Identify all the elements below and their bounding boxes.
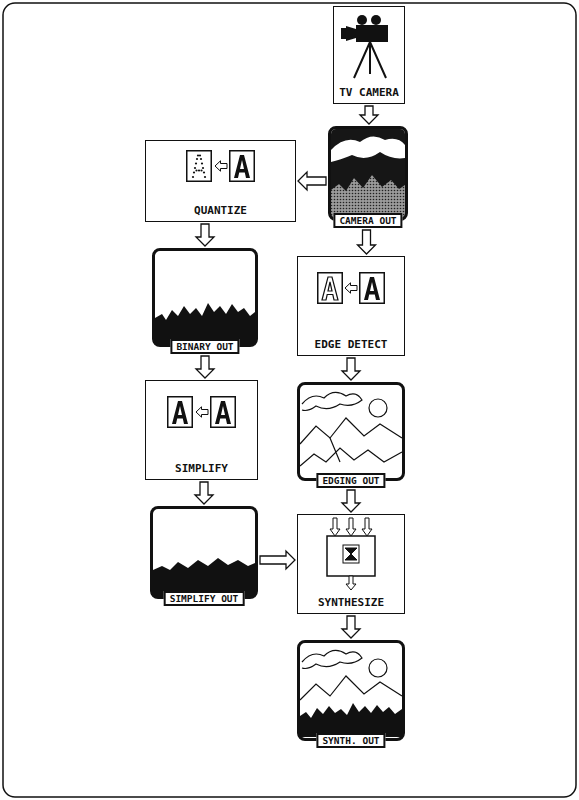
process-box: SYNTHESIZE [297, 514, 405, 614]
tripod [354, 42, 386, 78]
simplify-icon [168, 397, 236, 428]
camera-body [356, 25, 388, 42]
box-label: EDGE DETECT [315, 338, 388, 351]
mountain-outline [300, 438, 402, 466]
bold-letter [172, 401, 188, 424]
mountain-outline [300, 676, 402, 700]
process-box: SIMPLIFY [145, 380, 258, 480]
flow-arrow [196, 356, 214, 378]
flow-arrow [360, 106, 378, 124]
flow-arrow [196, 224, 214, 246]
monitor-display: CAMERA OUT [328, 126, 408, 228]
sun-outline [369, 399, 387, 417]
box-label: QUANTIZE [194, 204, 247, 217]
process-box: EDGE DETECT [297, 256, 405, 356]
film-reel [371, 15, 381, 25]
merge-frame [327, 536, 375, 576]
letter-frame [187, 151, 212, 182]
outer-frame [3, 3, 576, 797]
process-box: TV CAMERA [333, 6, 405, 104]
small-arrow [345, 283, 357, 293]
input-arrow [346, 518, 356, 536]
flow-arrow [342, 358, 360, 380]
screen-frame [297, 640, 405, 741]
letter-frame [211, 397, 236, 428]
mountains [331, 175, 405, 218]
edge-picture [300, 392, 402, 466]
bold-letter [364, 277, 380, 300]
synthesize-icon [327, 518, 375, 590]
display-label: SIMPLIFY OUT [164, 591, 245, 606]
display-label: EDGING OUT [316, 473, 385, 488]
display-label: SYNTH. OUT [316, 733, 385, 748]
synthesis-picture [300, 650, 402, 737]
sun-outline [369, 659, 387, 677]
screen-frame [152, 248, 258, 347]
flow-arrow [260, 551, 295, 569]
letter-frame [230, 151, 255, 182]
process-box: QUANTIZE [145, 140, 296, 222]
monitor-display: SIMPLIFY OUT [150, 506, 258, 606]
output-arrow [346, 576, 356, 590]
letter-frame [360, 273, 385, 304]
small-arrow [196, 407, 208, 417]
night-sky [331, 129, 405, 218]
box-label: SYNTHESIZE [318, 596, 384, 609]
box-label: SIMPLIFY [175, 462, 228, 475]
flow-arrow [358, 230, 376, 254]
flow-arrow [342, 616, 360, 638]
dotted-letter [192, 154, 206, 178]
camera-picture [331, 129, 405, 218]
screen-frame [150, 506, 258, 599]
camera-icon [341, 15, 388, 78]
flow-arrow [298, 172, 326, 190]
film-reel [357, 15, 367, 25]
camera-lens [341, 28, 346, 39]
hourglass [345, 548, 357, 560]
box-label: TV CAMERA [339, 86, 399, 99]
screen-frame [297, 382, 405, 481]
letter-frame [168, 397, 193, 428]
input-arrow [330, 518, 340, 536]
merge-box [343, 545, 359, 563]
screen-frame [328, 126, 408, 221]
cloud [331, 136, 405, 162]
flow-arrow [195, 482, 213, 504]
input-arrow [362, 518, 372, 536]
cloud-outline [302, 650, 362, 668]
binary-silhouette [155, 303, 255, 344]
letter-frame [318, 273, 343, 304]
monitor-display: EDGING OUT [297, 382, 405, 488]
silhouette [300, 703, 402, 737]
edge-icon [318, 273, 385, 304]
bold-letter [234, 155, 250, 178]
cloud-outline [302, 392, 362, 410]
display-label: BINARY OUT [170, 339, 239, 354]
monitor-display: SYNTH. OUT [297, 640, 405, 748]
bold-letter [215, 401, 231, 424]
outline-letter [322, 277, 338, 300]
small-arrow [215, 161, 227, 171]
quantize-icon [187, 151, 255, 182]
display-label: CAMERA OUT [333, 213, 402, 228]
camera-lens [346, 26, 356, 41]
mountain-outline [300, 418, 402, 444]
monitor-display: BINARY OUT [152, 248, 258, 354]
flow-arrow [342, 490, 360, 512]
